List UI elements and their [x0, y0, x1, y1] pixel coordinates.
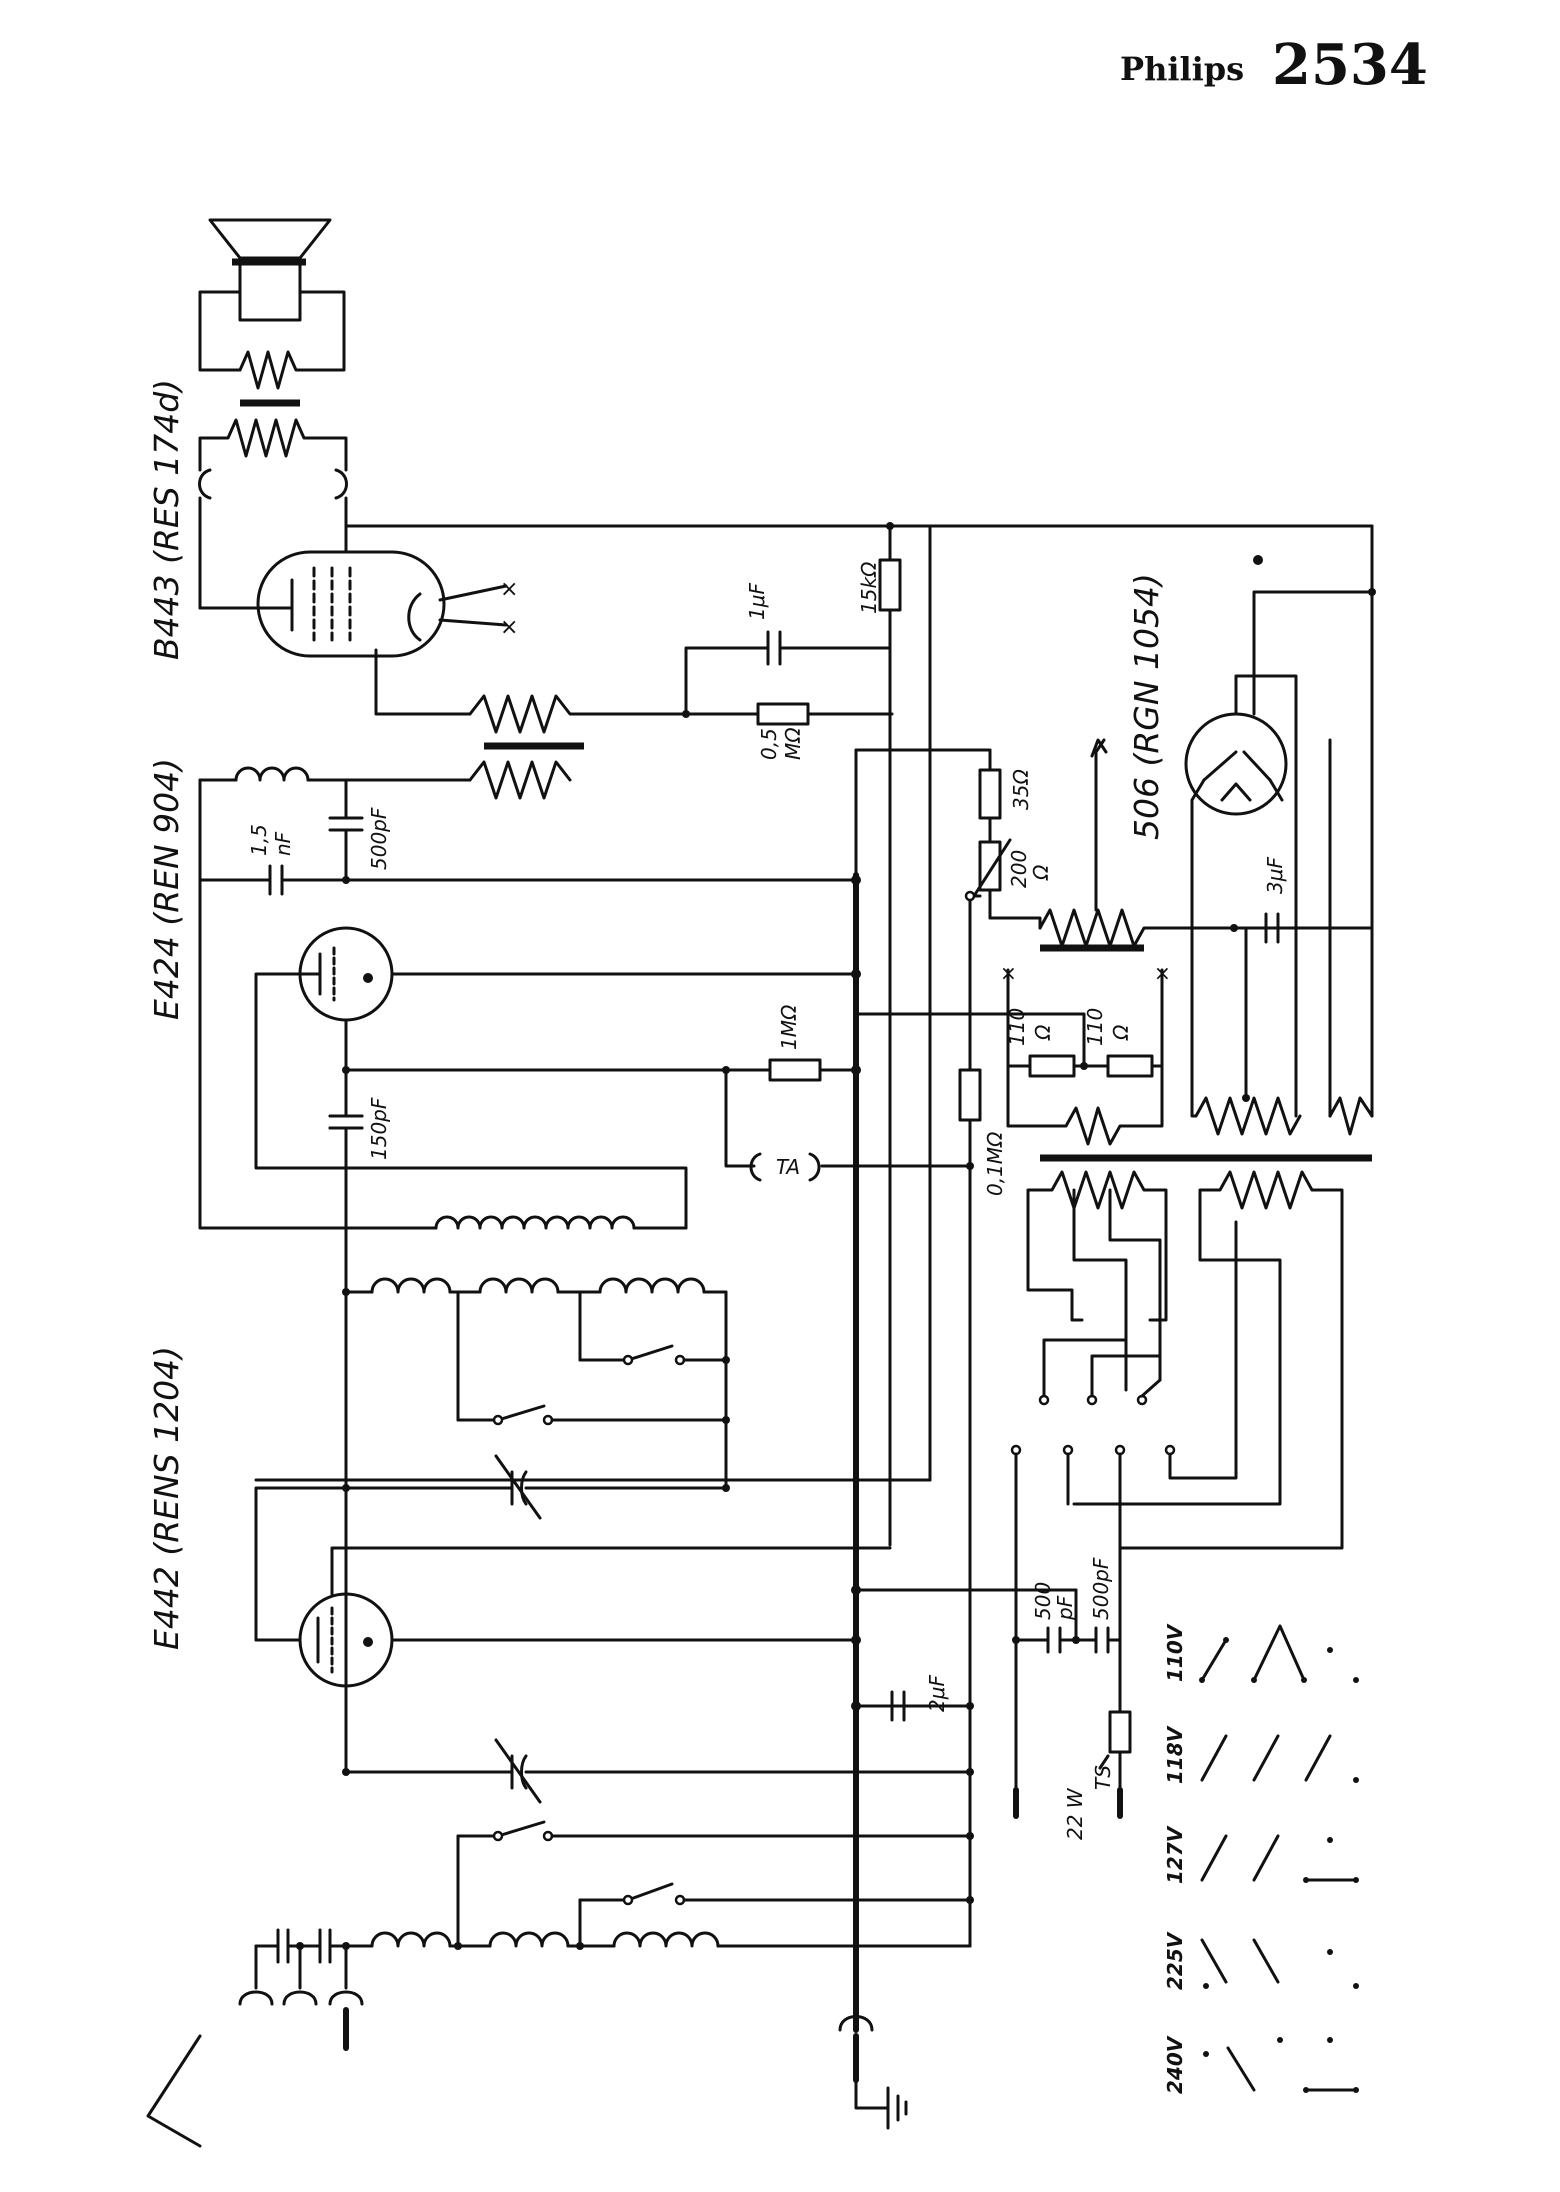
- aerial-socket-2[interactable]: [282, 1990, 318, 2006]
- tuning-cap-2-plate-b: [520, 1754, 528, 1790]
- cap-2uf-label: 2μF: [925, 1675, 949, 1712]
- tuning-cap-2[interactable]: [494, 1738, 542, 1804]
- cap-1uf-label: 1μF: [745, 583, 769, 620]
- cap-500pf-label: 500pF: [367, 807, 391, 870]
- resistor-110-a: [1028, 1054, 1076, 1078]
- coil-1c: [598, 1277, 706, 1294]
- fuse-ts-label: TS: [1091, 1765, 1115, 1790]
- r-05m-label-a: 0,5: [757, 728, 781, 760]
- c-500pf-a-label-1: 500: [1031, 1582, 1055, 1620]
- wave-switch-1b[interactable]: [496, 1404, 546, 1422]
- tube-b443: [198, 550, 508, 658]
- tuning-cap-1[interactable]: [494, 1454, 542, 1520]
- antenna-coil-c: [612, 1931, 720, 1948]
- voltage-127-label: 127V: [1163, 1825, 1187, 1884]
- cap-3uf-label: 3μF: [1263, 857, 1287, 894]
- c-500pf-a-label-2: pF: [1053, 1595, 1077, 1621]
- rf-choke: [198, 766, 472, 782]
- interstage-transformer: [468, 694, 688, 800]
- tube-label-hf: E442 (RENS 1204): [147, 1346, 186, 1650]
- aerial-socket-1[interactable]: [238, 1990, 274, 2006]
- resistor-1m: [768, 1058, 822, 1082]
- resistor-35: [978, 768, 1002, 820]
- voltage-240-label: 240V: [1163, 2035, 1187, 2094]
- r-35-label: 35Ω: [1009, 769, 1033, 810]
- r-200-label-a: 200: [1007, 850, 1031, 888]
- brand-label: Philips: [1120, 50, 1244, 88]
- cap-150pf-label: 150pF: [367, 1097, 391, 1160]
- loudspeaker: [198, 218, 346, 390]
- nc-mark-4: ×: [1154, 961, 1171, 985]
- wave-switch-1a[interactable]: [626, 1344, 674, 1362]
- tube-506: [1184, 712, 1288, 816]
- pickup-jack-right[interactable]: [808, 1152, 821, 1182]
- tube-label-detector: E424 (REN 904): [147, 758, 186, 1020]
- resistor-0-1m: [958, 1068, 982, 1122]
- r-05m-label-b: MΩ: [781, 727, 805, 760]
- r-15k-label: 15kΩ: [857, 561, 881, 614]
- earth-socket[interactable]: [838, 2015, 874, 2032]
- coil-1a: [370, 1277, 452, 1294]
- resistor-15k: [878, 558, 902, 612]
- antenna-coil-a: [370, 1931, 452, 1948]
- nc-mark-1: ×: [500, 577, 518, 602]
- r-1m-label: 1MΩ: [777, 1004, 801, 1050]
- wave-switch-2a[interactable]: [496, 1820, 546, 1838]
- resistor-110-b: [1106, 1054, 1154, 1078]
- voltage-110-label: 110V: [1163, 1623, 1187, 1682]
- pickup-jack-left[interactable]: [749, 1152, 762, 1182]
- r-01m-label: 0,1MΩ: [983, 1131, 1007, 1196]
- voltage-selector[interactable]: 110V 118V 127V 225V 240V: [1163, 1623, 1359, 2094]
- mains-primary-b: [1198, 1170, 1344, 1212]
- antenna-coil-b: [488, 1931, 570, 1948]
- r-110b-label-a: 110: [1083, 1008, 1107, 1046]
- tube-label-rectifier: 506 (RGN 1054): [1127, 573, 1166, 840]
- resistor-0-5m: [756, 702, 810, 726]
- r-110a-label-b: Ω: [1031, 1024, 1055, 1041]
- coil-1b: [478, 1277, 560, 1294]
- nc-mark-2: ×: [500, 615, 518, 640]
- tube-label-output: B443 (RES 174d): [147, 379, 186, 660]
- output-transformer-primary: [198, 418, 348, 610]
- power-rating-label: 22 W: [1063, 1787, 1087, 1840]
- r-200-label-b: Ω: [1029, 864, 1053, 881]
- aerial-socket-3[interactable]: [328, 1990, 364, 2006]
- pickup-label: TA: [776, 1155, 800, 1179]
- r-110b-label-b: Ω: [1109, 1024, 1133, 1041]
- tuning-cap-1-plate-b: [520, 1470, 528, 1506]
- reaction-coil: [434, 1215, 636, 1230]
- terminal-1[interactable]: [1038, 1394, 1050, 1406]
- c-15nf-label-a: 1,5: [247, 824, 271, 856]
- voltage-118-label: 118V: [1163, 1725, 1187, 1784]
- fuse-ts: [1108, 1710, 1132, 1754]
- antenna-symbol: [146, 2034, 202, 2148]
- r-110a-label-a: 110: [1005, 1008, 1029, 1046]
- model-number: 2534: [1272, 32, 1428, 98]
- c-15nf-label-b: nF: [271, 831, 295, 856]
- mains-primary-a: [1026, 1170, 1168, 1212]
- nc-mark-3: ×: [1000, 961, 1017, 985]
- voltage-225-label: 225V: [1163, 1931, 1187, 1990]
- wave-switch-2b[interactable]: [626, 1882, 674, 1902]
- c-500pf-b-label: 500pF: [1089, 1557, 1113, 1620]
